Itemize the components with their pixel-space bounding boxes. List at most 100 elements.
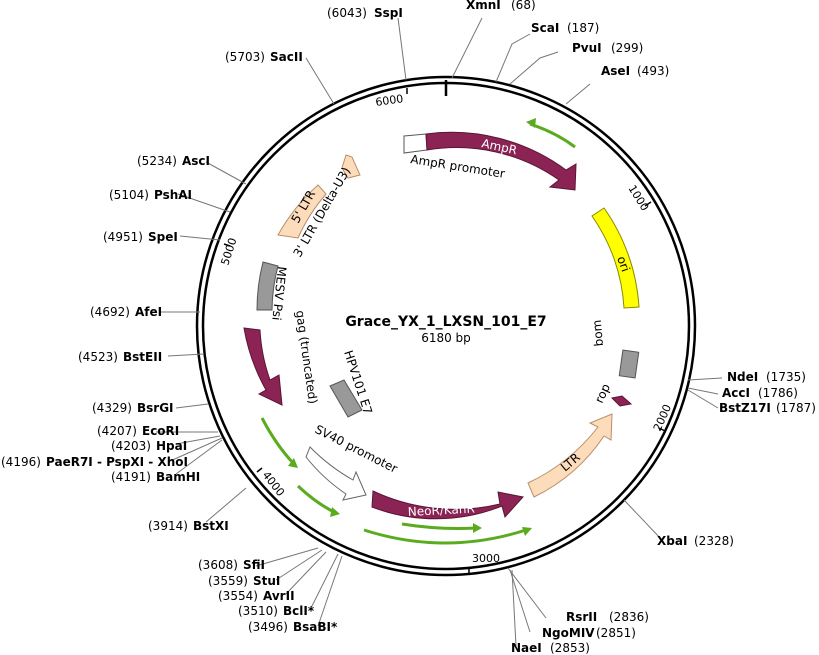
feature-gag-truncated: gag (truncated) — [243, 309, 320, 406]
feature-mesv-psi: MESV Psi — [256, 261, 289, 321]
enzyme-acci: AccI (1786) — [722, 386, 798, 400]
orf-arrow-lower-left — [296, 484, 335, 514]
enzyme-avrii: (3554) AvrII — [218, 589, 295, 603]
orf-arrow-bottom-long — [363, 528, 527, 545]
enzyme-pos: (6043) — [327, 6, 367, 20]
orf-arrow-bottom-long-head — [522, 527, 532, 536]
tick-5000: 5000 — [218, 236, 239, 267]
enzyme-pos: (2853) — [550, 641, 590, 655]
enzyme-pos: (4951) — [103, 230, 143, 244]
enzyme-ngomiv: NgoMIV (2851) — [542, 626, 636, 640]
enzyme-pos: (1787) — [776, 401, 816, 415]
tick-1000: 1000 — [625, 183, 652, 214]
enzyme-pos: (4191) — [111, 470, 151, 484]
enzyme-ndei: NdeI (1735) — [727, 370, 806, 384]
enzyme-pos: (4203) — [111, 439, 151, 453]
enzyme-name: BclI* — [283, 604, 315, 618]
feature-rop: rop — [592, 382, 633, 407]
enzyme-name: BstXI — [193, 519, 229, 533]
enzyme-pos: (3554) — [218, 589, 258, 603]
enzyme-pos: (1786) — [758, 386, 798, 400]
enzyme-name: AccI — [722, 386, 750, 400]
enzyme-xmni: XmnI (68) — [466, 0, 536, 12]
enzyme-name: BstEII — [123, 350, 162, 364]
enzyme-pos: (3559) — [208, 574, 248, 588]
feature-label-mesv-psi: MESV Psi — [269, 266, 289, 321]
enzyme-name: RsrII — [566, 610, 597, 624]
tick-label-5000: 5000 — [218, 236, 239, 267]
enzyme-pos: (299) — [611, 41, 643, 55]
enzyme-bsabi: (3496) BsaBI* — [248, 620, 338, 634]
enzyme-name: SacII — [270, 50, 303, 64]
enzyme-pos: (4523) — [78, 350, 118, 364]
feature-label-bom: bom — [590, 319, 606, 347]
enzyme-pos: (4692) — [90, 305, 130, 319]
enzyme-pos: (2836) — [609, 610, 649, 624]
enzyme-afei: (4692) AfeI — [90, 305, 162, 319]
enzyme-name: SpeI — [148, 230, 178, 244]
orf-arrow-bottom-short — [401, 522, 477, 530]
enzyme-pos: (4207) — [97, 424, 137, 438]
enzyme-name: PshAI — [154, 188, 192, 202]
enzyme-asei: AseI (493) — [601, 64, 669, 78]
tick-label-1000: 1000 — [625, 183, 651, 214]
enzyme-pos: (68) — [511, 0, 536, 12]
enzyme-xbai: XbaI (2328) — [657, 534, 734, 548]
orf-arrow-top-head — [526, 118, 536, 128]
enzyme-name: NgoMIV — [542, 626, 595, 640]
orf-arrow-top — [529, 122, 576, 149]
enzyme-name: AvrII — [263, 589, 295, 603]
enzyme-name: XmnI — [466, 0, 501, 12]
enzyme-pos: (4196) — [1, 455, 41, 469]
enzyme-name: NaeI — [511, 641, 542, 655]
enzyme-pshai: (5104) PshAI — [109, 188, 192, 202]
enzyme-paer7i-pspxi-xhoi: (4196) PaeR7I - PspXI - XhoI — [1, 455, 188, 469]
feature-bom: bom — [590, 319, 640, 379]
feature-label-gag-truncated: gag (truncated) — [293, 309, 320, 404]
enzyme-pos: (493) — [637, 64, 669, 78]
enzyme-name: StuI — [253, 574, 280, 588]
enzyme-bsteii: (4523) BstEII — [78, 350, 162, 364]
enzyme-name: AseI — [601, 64, 630, 78]
enzyme-bstz17i: BstZ17I (1787) — [719, 401, 816, 415]
enzyme-pos: (187) — [567, 21, 599, 35]
enzyme-pos: (2328) — [694, 534, 734, 548]
enzyme-asci: (5234) AscI — [137, 154, 210, 168]
orf-arrow-left — [260, 417, 296, 466]
enzyme-scai: ScaI (187) — [531, 21, 599, 35]
enzyme-leader-lines — [156, 17, 723, 647]
enzyme-bstxi: (3914) BstXI — [148, 519, 229, 533]
enzyme-name: AscI — [182, 154, 210, 168]
enzyme-pos: (5703) — [225, 50, 265, 64]
feature-ltr: LTR — [527, 413, 613, 498]
plasmid-name: Grace_YX_1_LXSN_101_E7 — [345, 314, 546, 330]
enzyme-stui: (3559) StuI — [208, 574, 280, 588]
plasmid-size: 6180 bp — [421, 331, 471, 345]
enzyme-name: XbaI — [657, 534, 687, 548]
enzyme-name: BsaBI* — [293, 620, 338, 634]
enzyme-name: PaeR7I - PspXI - XhoI — [46, 455, 188, 469]
enzyme-pos: (4329) — [92, 401, 132, 415]
orf-arrows — [260, 118, 576, 545]
backbone-outer-ring — [195, 75, 697, 577]
tick-6000: 6000 — [375, 88, 408, 109]
enzyme-name: SspI — [374, 6, 403, 20]
feature-label-ampr: AmpR — [480, 136, 518, 157]
enzyme-pos: (1735) — [766, 370, 806, 384]
feature-hpv101-e7: HPV101 E7 — [329, 349, 375, 418]
enzyme-name: ScaI — [531, 21, 559, 35]
enzyme-sacii: (5703) SacII — [225, 50, 303, 64]
tick-label-3000: 3000 — [472, 552, 500, 565]
enzyme-name: BstZ17I — [719, 401, 771, 415]
enzyme-pos: (2851) — [596, 626, 636, 640]
enzyme-spei: (4951) SpeI — [103, 230, 178, 244]
enzyme-pos: (5104) — [109, 188, 149, 202]
enzyme-sspi: (6043) SspI — [327, 6, 403, 20]
enzyme-name: NdeI — [727, 370, 758, 384]
enzyme-name: PvuI — [572, 41, 602, 55]
enzyme-name: HpaI — [156, 439, 187, 453]
feature-label-ampr-promoter: AmpR promoter — [410, 152, 506, 181]
enzyme-naei: NaeI (2853) — [511, 641, 590, 655]
enzyme-bcli: (3510) BclI* — [238, 604, 315, 618]
